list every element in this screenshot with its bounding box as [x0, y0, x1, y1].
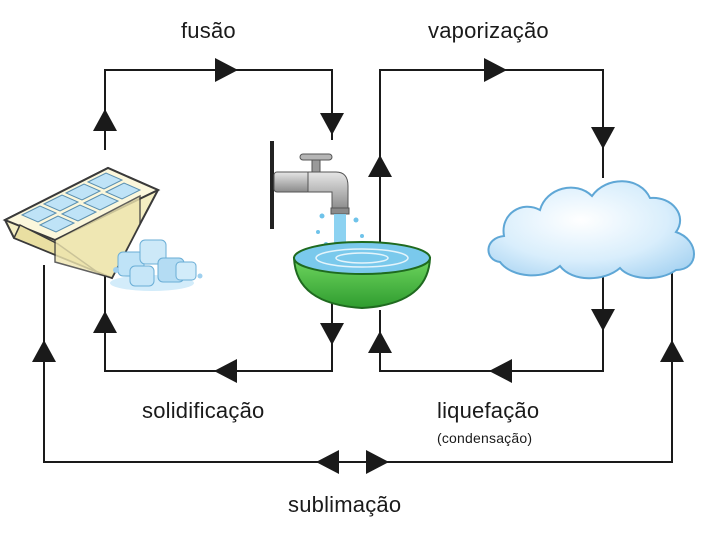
condensation-label: (condensação): [437, 430, 533, 446]
arrowhead-icon: [489, 359, 512, 383]
arrowhead-icon: [93, 109, 117, 131]
arrowhead-icon: [215, 58, 238, 82]
arrowhead-icon: [366, 450, 389, 474]
arrowheads: [32, 58, 684, 474]
vaporization-label: vaporização: [428, 18, 549, 43]
arrowhead-icon: [93, 311, 117, 333]
water-basin-icon: [292, 241, 432, 310]
arrowhead-icon: [591, 309, 615, 331]
sublimation-label: sublimação: [288, 492, 402, 517]
arrowhead-icon: [320, 323, 344, 345]
arrowhead-icon: [320, 113, 344, 135]
solidification-label: solidificação: [142, 398, 265, 423]
cloud-icon: [487, 180, 695, 280]
arrowhead-icon: [660, 340, 684, 362]
arrowhead-icon: [214, 359, 237, 383]
arrowhead-icon: [368, 155, 392, 177]
fusion-path: [104, 69, 333, 150]
arrowhead-icon: [368, 331, 392, 353]
arrowhead-icon: [316, 450, 339, 474]
liquefaction-label: liquefação: [437, 398, 540, 423]
arrowhead-icon: [32, 340, 56, 362]
ice-cubes-icon: [110, 239, 203, 291]
faucet-icon: [270, 141, 350, 229]
ice-tray-icon: [2, 166, 161, 280]
fusion-label: fusão: [181, 18, 236, 43]
arrowhead-icon: [591, 127, 615, 149]
sublimation-path: [43, 265, 673, 463]
arrowhead-icon: [484, 58, 507, 82]
